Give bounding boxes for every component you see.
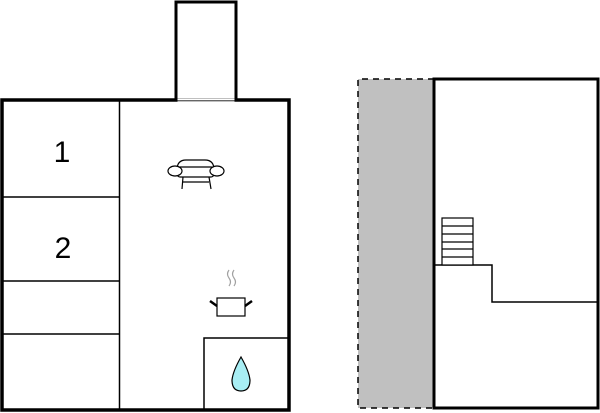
- upper-floor-plan: [357, 77, 600, 410]
- room-label-1: 1: [54, 136, 71, 169]
- room-label-2: 2: [55, 232, 72, 265]
- bathroom-wall: [203, 337, 289, 410]
- shaded-area: [358, 79, 434, 408]
- ground-floor-outline: [0, 98, 291, 412]
- stairs-icon: [441, 217, 474, 266]
- entrance-annex: [174, 0, 238, 102]
- ground-floor-plan: 1 2: [0, 0, 291, 412]
- cooking-pot-icon: [209, 269, 253, 317]
- sofa-icon: [167, 159, 225, 190]
- water-drop-icon: [231, 355, 251, 392]
- shaded-area-dashed-outline: [357, 78, 434, 409]
